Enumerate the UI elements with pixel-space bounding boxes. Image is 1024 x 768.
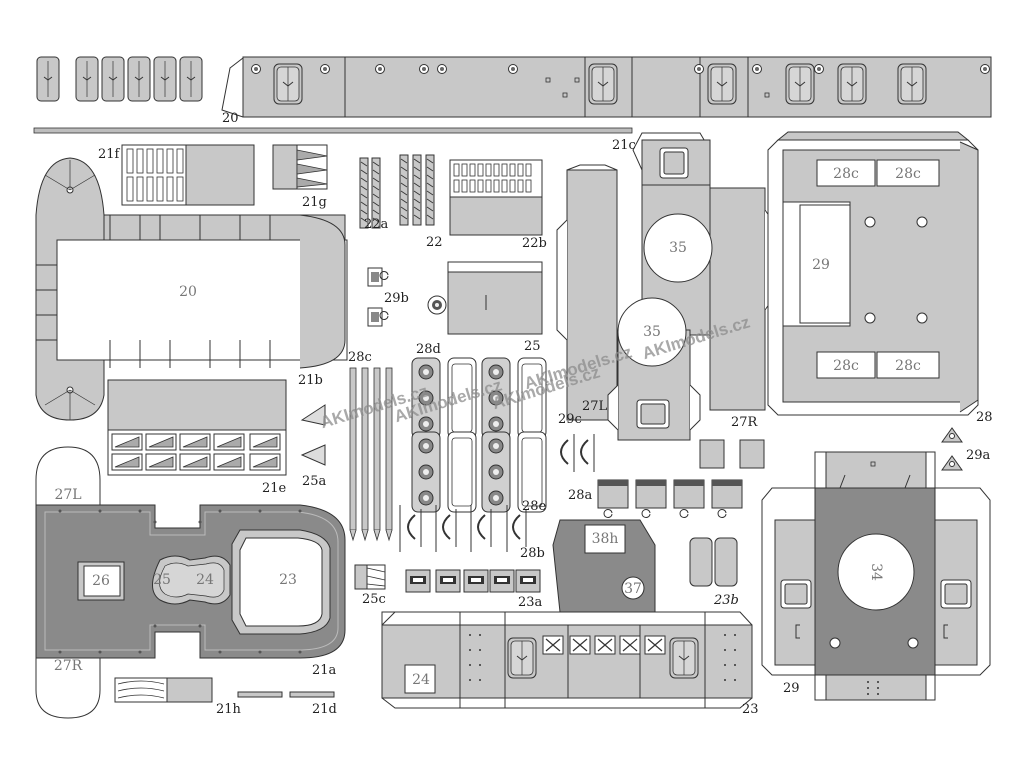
number-27R: 27R (53, 658, 83, 674)
part-29a (941, 427, 963, 471)
part-21g (272, 144, 328, 190)
label-28a: 28a (568, 488, 593, 503)
part-25c (354, 564, 386, 590)
number-35-b: 35 (643, 324, 661, 340)
number-35-a: 35 (669, 240, 687, 256)
number-28c-1: 28c (833, 166, 859, 182)
part-27L-27R (556, 132, 773, 441)
number-28c-2: 28c (895, 166, 921, 182)
number-26: 26 (92, 573, 110, 589)
number-20: 20 (179, 284, 197, 300)
number-24-wall: 24 (412, 672, 430, 688)
part-22 (399, 154, 435, 226)
part-29-34 (761, 451, 991, 701)
label-22b: 22b (522, 236, 547, 251)
part-29c (560, 433, 595, 473)
number-28c-3: 28c (833, 358, 859, 374)
label-23b: 23b (714, 593, 739, 608)
part-28c-rods (349, 367, 393, 542)
label-25: 25 (524, 339, 541, 354)
number-25: 25 (153, 572, 171, 588)
label-25c: 25c (362, 592, 386, 607)
label-22: 22 (426, 235, 443, 250)
label-28e: 28e (522, 499, 547, 514)
label-29-bottom: 29 (783, 681, 800, 696)
part-21d-a (237, 691, 283, 698)
label-29c: 29c (558, 412, 582, 427)
part-20-side-strip (221, 56, 992, 118)
number-24: 24 (196, 572, 214, 588)
part-20-hatch-set (36, 56, 203, 102)
number-27L: 27L (54, 487, 82, 503)
part-23a (405, 569, 541, 593)
label-28b: 28b (520, 546, 545, 561)
part-21e (107, 379, 287, 476)
label-29a: 29a (966, 448, 991, 463)
label-28d: 28d (416, 342, 441, 357)
label-21d: 21d (312, 702, 337, 717)
label-23-wall: 23 (742, 702, 759, 717)
number-28c-4: 28c (895, 358, 921, 374)
label-20-strip: 20 (222, 111, 239, 126)
part-21d-b (289, 691, 335, 698)
number-34: 34 (868, 563, 884, 581)
label-21f: 21f (98, 147, 120, 162)
part-25a (300, 404, 326, 466)
label-27R-tower: 27R (731, 415, 758, 430)
part-25 (427, 261, 543, 335)
part-21a (35, 446, 346, 719)
part-23-wall (381, 519, 753, 709)
label-21b: 21b (298, 373, 323, 388)
label-27L-tower: 27L (582, 399, 608, 414)
label-21c: 21c (612, 138, 636, 153)
number-29: 29 (812, 257, 830, 273)
label-21g: 21g (302, 195, 327, 210)
part-28b (399, 505, 527, 552)
label-21a: 21a (312, 663, 337, 678)
label-22a: 22a (364, 217, 389, 232)
label-25a: 25a (302, 474, 327, 489)
part-21h (114, 677, 213, 703)
part-20-floor (35, 157, 348, 421)
number-23: 23 (279, 572, 297, 588)
label-21e: 21e (262, 481, 287, 496)
label-28: 28 (976, 410, 993, 425)
label-29b: 29b (384, 291, 409, 306)
part-20-rail (33, 127, 633, 134)
part-23b (689, 537, 738, 587)
label-28c-rods: 28c (348, 350, 372, 365)
number-37: 37 (624, 581, 642, 597)
label-21h: 21h (216, 702, 241, 717)
part-28a (597, 439, 765, 518)
part-21f (121, 144, 255, 206)
label-23a: 23a (518, 595, 543, 610)
part-22b (449, 159, 543, 236)
part-28-29-box (767, 131, 979, 416)
part-29b (367, 267, 389, 327)
number-38h: 38h (591, 531, 619, 547)
